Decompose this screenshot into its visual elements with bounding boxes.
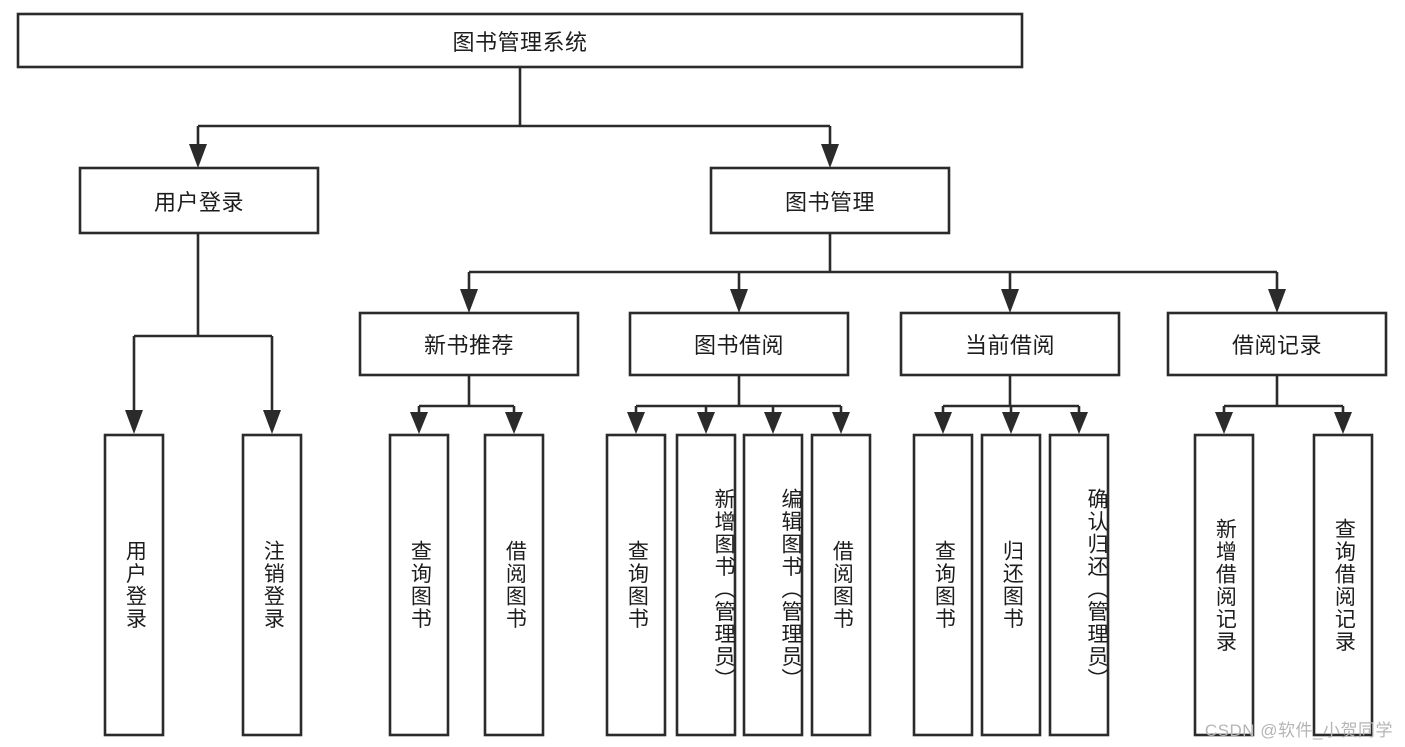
node-current-borrow[interactable]: [899, 311, 1121, 377]
arrowhead-icon: [410, 412, 428, 434]
arrowhead-icon: [764, 412, 782, 434]
connector-recommend-to-leaves: [410, 375, 523, 434]
arrowhead-icon: [1002, 412, 1020, 434]
node-new-book-recommend[interactable]: [358, 311, 580, 377]
arrowhead-icon: [697, 412, 715, 434]
arrowhead-icon: [821, 144, 839, 168]
leaf-record-0[interactable]: [1193, 433, 1255, 737]
arrowhead-icon: [832, 412, 850, 434]
arrowhead-icon: [730, 289, 748, 313]
connector-user-login-to-leaves: [125, 233, 281, 434]
leaf-borrow-3[interactable]: [810, 433, 872, 737]
arrowhead-icon: [460, 289, 478, 313]
arrowhead-icon: [627, 412, 645, 434]
arrowhead-icon: [263, 410, 281, 434]
leaf-borrow-1[interactable]: [675, 433, 737, 737]
leaf-recommend-1[interactable]: [483, 433, 545, 737]
leaf-recommend-0[interactable]: [388, 433, 450, 737]
arrowhead-icon: [189, 144, 207, 168]
leaf-user-login-1[interactable]: [241, 433, 303, 737]
arrowhead-icon: [125, 410, 143, 434]
node-book-borrow[interactable]: [628, 311, 850, 377]
arrowhead-icon: [934, 412, 952, 434]
leaf-user-login-0[interactable]: [103, 433, 165, 737]
connector-current-to-leaves: [934, 375, 1088, 434]
leaf-borrow-0[interactable]: [605, 433, 667, 737]
leaf-current-1[interactable]: [980, 433, 1042, 737]
node-borrow-record[interactable]: [1166, 311, 1388, 377]
leaf-borrow-2[interactable]: [742, 433, 804, 737]
leaf-current-0[interactable]: [912, 433, 974, 737]
arrowhead-icon: [1001, 289, 1019, 313]
arrowhead-icon: [1215, 412, 1233, 434]
watermark-text: CSDN @软件_小贺同学: [1204, 721, 1393, 740]
connector-book-mgmt-to-level3: [460, 233, 1286, 313]
leaf-record-1[interactable]: [1312, 433, 1374, 737]
node-book-management[interactable]: [709, 166, 951, 235]
arrowhead-icon: [505, 412, 523, 434]
arrowhead-icon: [1334, 412, 1352, 434]
node-root[interactable]: [16, 12, 1024, 69]
arrowhead-icon: [1268, 289, 1286, 313]
arrowhead-icon: [1070, 412, 1088, 434]
leaf-current-2[interactable]: [1048, 433, 1110, 737]
connector-borrow-to-leaves: [627, 375, 850, 434]
connector-record-to-leaves: [1215, 375, 1352, 434]
node-user-login[interactable]: [78, 166, 320, 235]
connector-root-to-level2: [189, 67, 839, 168]
